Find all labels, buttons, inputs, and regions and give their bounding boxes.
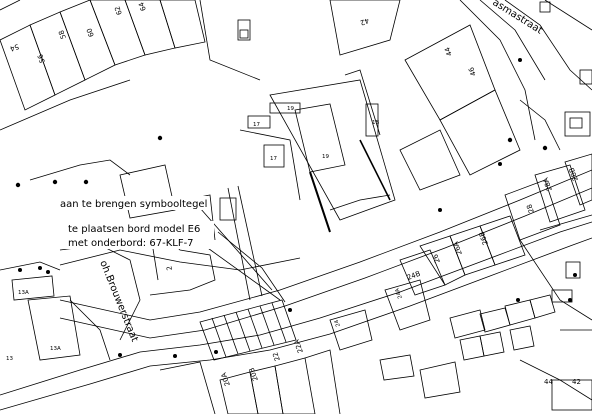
street-name-asmastraat: asmastraat xyxy=(490,0,544,37)
tree-markers xyxy=(15,58,577,358)
buildings-bottom-center xyxy=(159,349,341,414)
house-number: 19 xyxy=(287,106,294,112)
house-number: 1B xyxy=(372,120,379,126)
buildings-top-left xyxy=(0,0,261,131)
house-number: 28 xyxy=(525,203,536,214)
buildings-top-right xyxy=(329,0,592,191)
zebra-crossing xyxy=(199,299,297,361)
house-number: 58 xyxy=(57,29,68,40)
annotation-symbooltegel: aan te brengen symbooltegel xyxy=(60,199,207,210)
house-number: 2 xyxy=(165,265,174,271)
house-number: 46 xyxy=(467,65,478,77)
house-number: 42 xyxy=(572,378,581,386)
annotation-bord: te plaatsen bord model E6 xyxy=(68,224,200,235)
house-number: 26A xyxy=(452,240,464,256)
house-number: 64 xyxy=(137,0,148,12)
house-number: 44 xyxy=(443,45,454,57)
house-number: 22A xyxy=(293,338,305,354)
house-number: 62 xyxy=(113,5,124,16)
house-number: 13 xyxy=(6,356,13,362)
house-number: 42 xyxy=(359,16,370,27)
house-number: 17 xyxy=(253,122,260,128)
buildings-center xyxy=(239,69,396,233)
house-number: 13A xyxy=(18,290,29,296)
house-number-labels: 54 56 58 60 62 64 42 44 46 17 19 17 19 1… xyxy=(6,0,581,387)
house-number: 54 xyxy=(8,42,20,53)
house-number: 26 xyxy=(431,252,442,264)
house-number: 24A xyxy=(394,287,403,299)
house-number: 56 xyxy=(36,52,47,64)
buildings-right-lower xyxy=(329,153,592,411)
annotation-onderbord: met onderbord: 67-KLF-7 xyxy=(68,238,194,249)
house-number: 28A xyxy=(542,176,554,192)
annotation-texts: aan te brengen symbooltegel te plaatsen … xyxy=(56,196,214,249)
house-number: 20B xyxy=(248,366,260,382)
house-number: 26B xyxy=(478,230,490,246)
house-number: 60 xyxy=(85,27,96,38)
house-number: 22 xyxy=(271,351,282,362)
house-number: 19 xyxy=(322,154,329,160)
house-number: 24 xyxy=(334,318,342,327)
house-number: 13A xyxy=(50,346,61,352)
house-number: 44 xyxy=(544,378,553,386)
house-number: 17 xyxy=(270,156,277,162)
